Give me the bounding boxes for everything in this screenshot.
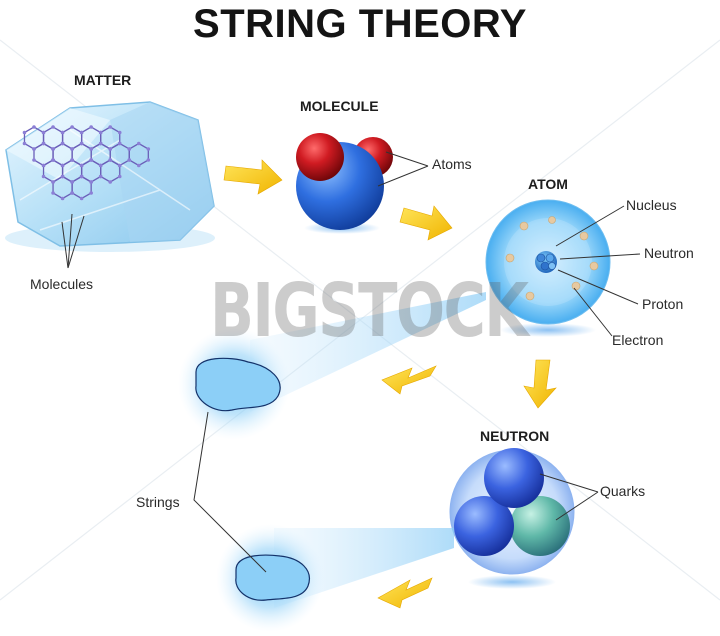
label-neutron: Neutron xyxy=(644,245,694,261)
lattice-atom xyxy=(70,125,74,129)
lattice-atom xyxy=(70,191,74,195)
lattice-atom xyxy=(60,196,65,201)
label-atoms: Atoms xyxy=(432,156,472,172)
lattice-atom xyxy=(60,174,65,179)
arrow-molecule-to-atom xyxy=(399,205,453,241)
lattice-atom xyxy=(79,130,84,135)
arrow-atom-to-string xyxy=(381,365,437,395)
arrow-neutron-to-string xyxy=(377,577,433,609)
lattice-atom xyxy=(98,130,103,135)
arrow-matter-to-molecule xyxy=(223,159,283,195)
lattice-atom xyxy=(146,158,151,162)
lattice-atom xyxy=(79,141,84,146)
lattice-atom xyxy=(60,130,65,135)
lattice-atom xyxy=(127,147,132,151)
lattice-atom xyxy=(51,147,55,151)
diagram-title: STRING THEORY xyxy=(193,2,527,46)
strings-callout-lines xyxy=(193,411,267,573)
lattice-atom xyxy=(41,174,46,179)
molecule-illustration xyxy=(296,133,393,234)
atom-callout-lines xyxy=(555,205,641,337)
lattice-atom xyxy=(51,158,55,162)
lattice-atom xyxy=(60,141,65,146)
lattice-atom xyxy=(89,147,93,151)
lattice-atom xyxy=(70,147,74,151)
lattice-atom xyxy=(79,196,84,201)
lattice-atom xyxy=(98,163,103,168)
lattice-atom xyxy=(117,163,122,168)
lattice-atom xyxy=(89,125,93,129)
lattice-atom xyxy=(41,163,46,168)
lattice-atom xyxy=(32,158,36,162)
label-strings: Strings xyxy=(136,494,180,510)
lattice-atom xyxy=(32,147,36,151)
lattice-atom xyxy=(117,130,122,135)
zoom-beam-atom xyxy=(250,292,486,412)
label-molecules: Molecules xyxy=(30,276,94,292)
lattice-atom xyxy=(117,174,122,179)
lattice-atom xyxy=(89,158,93,162)
lattice-atom xyxy=(108,125,113,129)
stage-label-molecule: MOLECULE xyxy=(300,98,379,114)
string-cloud-lower xyxy=(216,524,324,632)
lattice-atom xyxy=(108,180,113,184)
lattice-atom xyxy=(41,130,46,135)
arrow-atom-to-neutron xyxy=(523,359,557,409)
lattice-atom xyxy=(136,141,141,146)
lattice-atom xyxy=(98,174,103,179)
string-cloud-upper xyxy=(178,328,290,440)
lattice-atom xyxy=(79,163,84,168)
atoms-callout-lines xyxy=(377,151,429,187)
lattice-atom xyxy=(146,147,151,151)
lattice-atom xyxy=(89,191,93,195)
lattice-atom xyxy=(60,163,65,168)
molecule-lattice xyxy=(22,125,151,201)
lattice-atom xyxy=(127,158,132,162)
label-nucleus: Nucleus xyxy=(626,197,677,213)
lattice-atom xyxy=(136,163,141,168)
lattice-atom xyxy=(108,158,113,162)
molecules-callout-lines xyxy=(61,213,85,269)
stage-label-neutron: NEUTRON xyxy=(480,428,550,444)
stage-label-matter: MATTER xyxy=(74,72,132,88)
atom-illustration xyxy=(485,199,611,337)
lattice-atom xyxy=(117,141,122,146)
lattice-atom xyxy=(51,180,55,184)
lattice-atom xyxy=(22,130,27,135)
lattice-atom xyxy=(22,141,27,146)
watermark-text: BIGSTOCK xyxy=(210,268,529,354)
lattice-atom xyxy=(79,174,84,179)
lattice-atom xyxy=(51,191,55,195)
label-proton: Proton xyxy=(642,296,684,312)
label-quarks: Quarks xyxy=(600,483,646,499)
lattice-atom xyxy=(108,147,113,151)
lattice-atom xyxy=(98,141,103,146)
lattice-atom xyxy=(70,158,74,162)
lattice-atom xyxy=(89,180,93,184)
quarks-callout-lines xyxy=(539,473,599,521)
flow-arrows xyxy=(223,159,557,609)
lattice-atom xyxy=(41,141,46,146)
neutron-illustration xyxy=(449,448,575,589)
lattice-atom xyxy=(70,180,74,184)
matter-ice-block xyxy=(5,101,215,252)
lattice-atom xyxy=(32,125,36,129)
stage-label-atom: ATOM xyxy=(528,176,568,192)
label-electron: Electron xyxy=(612,332,664,348)
lattice-atom xyxy=(51,125,55,129)
